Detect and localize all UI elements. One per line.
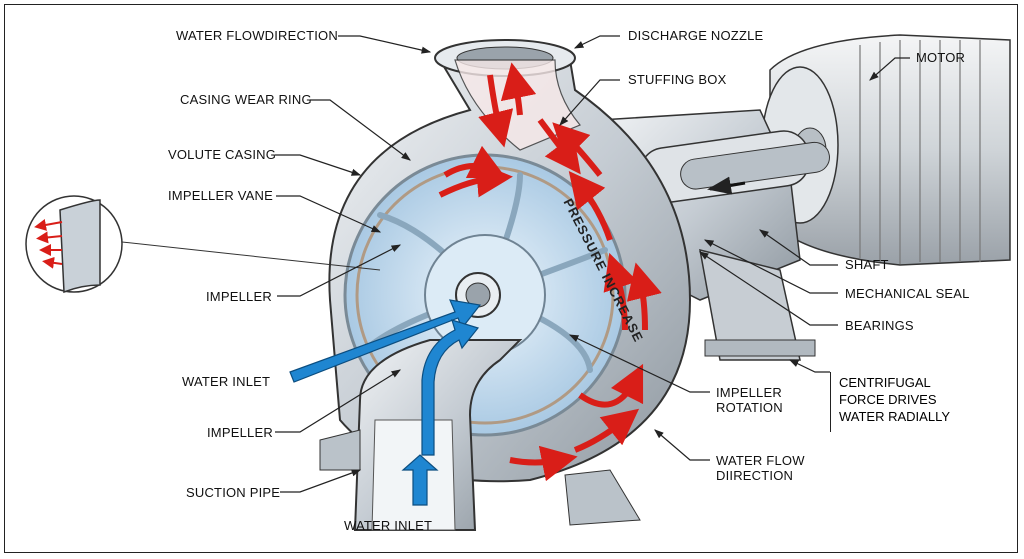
label-water-flow-direction-bottom: WATER FLOW DIIRECTION [716, 453, 805, 483]
suction-pipe [319, 339, 641, 531]
label-stuffing-box: STUFFING BOX [628, 72, 727, 87]
label-impeller-upper: IMPELLER [206, 289, 272, 304]
label-casing-wear-ring: CASING WEAR RING [180, 92, 312, 107]
leader-lines [275, 35, 910, 493]
label-shaft: SHAFT [845, 257, 889, 272]
label-water-flow-direction-top: WATER FLOWDIRECTION [176, 28, 338, 43]
centrifugal-force-note: CENTRIFUGAL FORCE DRIVES WATER RADIALLY [830, 372, 956, 432]
label-water-inlet-bottom: WATER INLET [344, 518, 433, 533]
inlet-arrows [289, 299, 482, 506]
label-bearings: BEARINGS [845, 318, 914, 333]
label-impeller-vane: IMPELLER VANE [168, 188, 273, 203]
label-mechanical-seal: MECHANICAL SEAL [845, 286, 970, 301]
label-water-inlet-left: WATER INLET [182, 374, 271, 389]
vane-blade-icon [25, 195, 381, 294]
label-motor: MOTOR [916, 50, 966, 65]
flow-arrows [438, 62, 662, 482]
label-volute-casing: VOLUTE CASING [168, 147, 277, 162]
label-impeller-rotation: IMPELLER ROTATION [716, 385, 783, 415]
label-discharge-nozzle: DISCHARGE NOZZLE [628, 28, 764, 43]
label-impeller-lower: IMPELLER [207, 425, 273, 440]
label-suction-pipe: SUCTION PIPE [186, 485, 281, 500]
